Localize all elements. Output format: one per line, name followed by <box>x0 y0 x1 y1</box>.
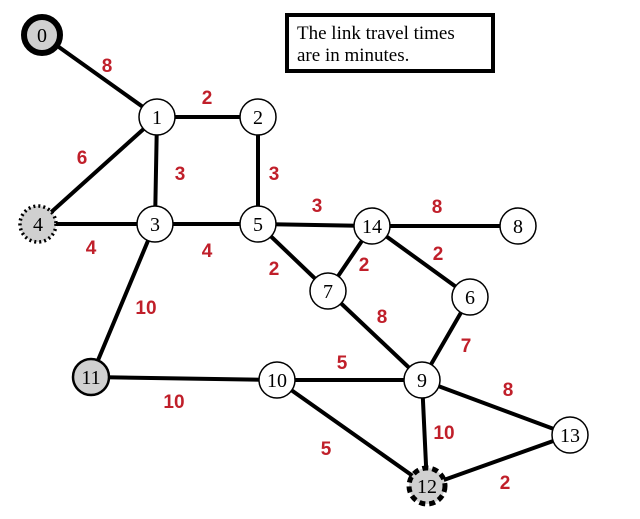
node-7-circle <box>309 272 347 310</box>
node-4-label: 4 <box>33 214 43 236</box>
node-14-circle <box>353 207 391 245</box>
node-6: 6 <box>451 278 489 316</box>
node-3: 3 <box>136 205 174 243</box>
weight-1-2: 2 <box>202 88 213 109</box>
node-6-circle <box>451 278 489 316</box>
weight-10-12: 5 <box>321 439 332 460</box>
node-5-circle <box>239 205 277 243</box>
weight-7-9: 8 <box>377 307 388 328</box>
node-11: 11 <box>71 357 111 397</box>
node-8-circle <box>499 207 537 245</box>
weight-10-9: 5 <box>337 353 348 374</box>
node-5: 5 <box>239 205 277 243</box>
node-3-circle <box>136 205 174 243</box>
node-14-label: 14 <box>362 216 382 238</box>
node-12: 12 <box>406 465 448 507</box>
weight-3-11: 10 <box>135 298 156 319</box>
weight-14-8: 8 <box>432 197 443 218</box>
node-7: 7 <box>309 272 347 310</box>
weight-6-9: 7 <box>461 336 472 357</box>
node-1: 1 <box>138 98 176 136</box>
node-9-label: 9 <box>417 370 427 392</box>
node-10: 10 <box>258 361 296 399</box>
weight-0-1: 8 <box>102 56 113 77</box>
node-4: 4 <box>18 204 58 244</box>
node-14: 14 <box>353 207 391 245</box>
weight-11-10: 10 <box>163 392 184 413</box>
node-10-circle <box>258 361 296 399</box>
edge-5-14 <box>256 222 374 228</box>
weight-9-13: 8 <box>503 380 514 401</box>
node-13: 13 <box>551 416 589 454</box>
weight-1-3: 3 <box>175 164 186 185</box>
edge-11-10 <box>89 375 279 382</box>
node-5-label: 5 <box>253 214 263 236</box>
node-0-label: 0 <box>37 25 47 47</box>
weight-2-5: 3 <box>269 164 280 185</box>
edge-10-12 <box>275 378 429 488</box>
node-8: 8 <box>499 207 537 245</box>
note-line-2: are in minutes. <box>297 45 410 66</box>
node-4-circle <box>18 204 58 244</box>
weight-1-4: 6 <box>77 148 88 169</box>
edge-3-11 <box>89 222 157 379</box>
node-7-label: 7 <box>323 281 333 303</box>
node-13-circle <box>551 416 589 454</box>
weight-3-5: 4 <box>202 241 213 262</box>
weight-14-7: 2 <box>359 255 370 276</box>
node-10-label: 10 <box>267 370 287 392</box>
weight-5-7: 2 <box>269 259 280 280</box>
node-2-circle <box>239 98 277 136</box>
node-12-circle <box>406 465 448 507</box>
weight-9-12: 10 <box>433 423 454 444</box>
node-2: 2 <box>239 98 277 136</box>
edge-7-9 <box>326 289 424 382</box>
node-6-label: 6 <box>465 287 475 309</box>
node-13-label: 13 <box>560 425 580 447</box>
travel-time-note: The link travel times are in minutes. <box>285 13 495 73</box>
edge-9-13 <box>420 378 572 437</box>
edge-1-4 <box>36 115 159 226</box>
node-12-label: 12 <box>417 476 437 498</box>
node-11-circle <box>71 357 111 397</box>
node-11-label: 11 <box>81 367 100 389</box>
edge-13-12 <box>425 433 572 488</box>
weight-4-3: 4 <box>86 238 97 259</box>
node-9-circle <box>403 361 441 399</box>
node-3-label: 3 <box>150 214 160 236</box>
node-1-label: 1 <box>152 107 162 129</box>
node-0-circle <box>21 14 63 56</box>
node-2-label: 2 <box>253 107 263 129</box>
edge-0-1 <box>40 33 159 119</box>
weight-13-12: 2 <box>500 473 511 494</box>
node-9: 9 <box>403 361 441 399</box>
edge-14-6 <box>370 224 472 299</box>
weight-14-6: 2 <box>433 244 444 265</box>
node-0: 0 <box>21 14 63 56</box>
weight-5-14: 3 <box>312 196 323 217</box>
note-line-1: The link travel times <box>297 23 455 44</box>
node-8-label: 8 <box>513 216 523 238</box>
node-1-circle <box>138 98 176 136</box>
